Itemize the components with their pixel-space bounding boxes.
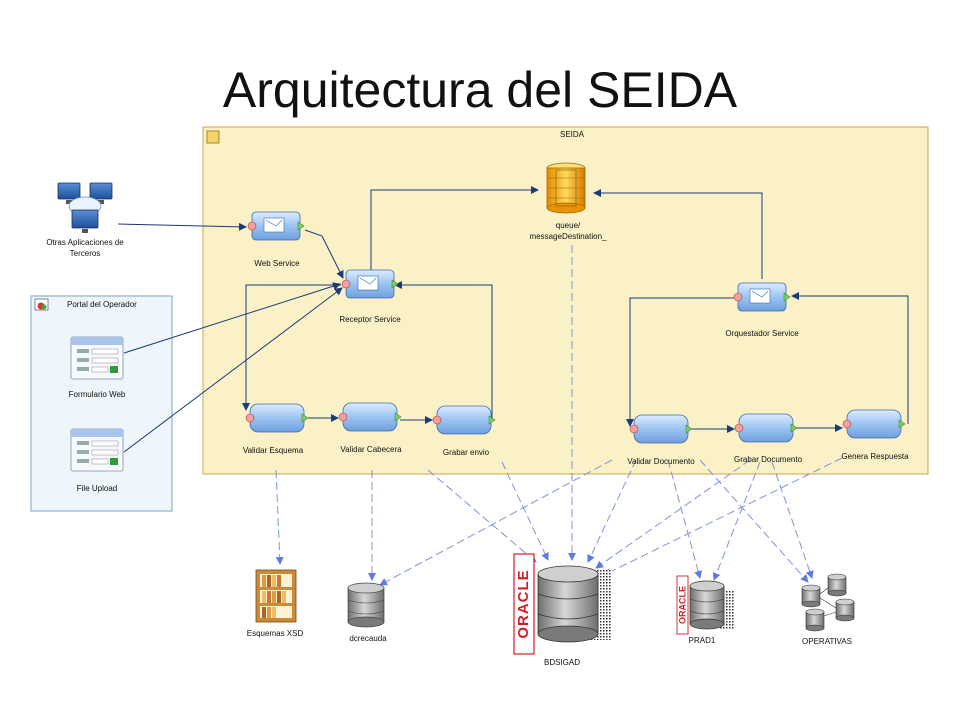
arrow-orquestador-to-queue xyxy=(593,189,763,279)
dep-genera-to-bdsigad xyxy=(603,457,843,576)
operativas-label: OPERATIVAS xyxy=(802,637,852,646)
arrow-formulario-to-receptor xyxy=(123,282,341,354)
web-service-node xyxy=(247,211,305,241)
validar-cabecera-label: Validar Cabecera xyxy=(340,445,402,454)
dep-grabardoc-to-bdsigad xyxy=(595,459,751,569)
otras-aplicaciones-label-2: Terceros xyxy=(70,249,101,258)
portal-container xyxy=(30,295,173,512)
validar-esquema-node xyxy=(245,403,309,433)
esquemas-xsd-label: Esquemas XSD xyxy=(247,629,304,638)
formulario-web-label: Formulario Web xyxy=(69,390,126,399)
dep-esquema-to-xsd xyxy=(275,469,284,565)
validar-cabecera-node xyxy=(338,402,402,432)
queue-label-2: messageDestination_ xyxy=(530,232,607,241)
web-service-label: Web Service xyxy=(254,259,300,268)
grabar-envio-label: Grabar envio xyxy=(443,448,490,457)
otras-aplicaciones-label-1: Otras Aplicaciones de xyxy=(46,238,124,247)
database-icon xyxy=(347,582,385,628)
validar-documento-label: Validar Documento xyxy=(627,457,695,466)
form-window-icon xyxy=(70,336,124,380)
arrow-genera-to-orquestador xyxy=(791,292,909,424)
arrow-fileupload-to-receptor xyxy=(123,287,343,453)
slide-title: Arquitectura del SEIDA xyxy=(222,62,738,118)
receptor-service-node xyxy=(341,269,399,299)
orquestador-service-node xyxy=(733,282,791,312)
bdsigad-label: BDSIGAD xyxy=(544,658,580,667)
queue-label-1: queue/ xyxy=(556,221,581,230)
file-upload-label: File Upload xyxy=(77,484,117,493)
grabar-documento-node xyxy=(734,413,798,443)
grabar-envio-node xyxy=(432,405,496,435)
dep-grabardoc-to-prad1 xyxy=(712,461,761,581)
arrow-webservice-to-receptor xyxy=(304,229,344,279)
queue-stack-icon xyxy=(546,162,586,214)
receptor-service-label: Receptor Service xyxy=(339,315,401,324)
arrow-otras-to-webservice xyxy=(117,222,247,231)
portal-app-icon xyxy=(34,298,49,311)
dep-validardoc-to-dcrecauda xyxy=(379,459,613,586)
validar-esquema-label: Validar Esquema xyxy=(243,446,304,455)
grabar-documento-label: Grabar Documento xyxy=(734,455,803,464)
arrow-receptor-to-queue xyxy=(370,186,539,272)
portal-title: Portal del Operador xyxy=(67,300,137,309)
genera-respuesta-label: Genera Respuesta xyxy=(841,452,909,461)
dep-validardoc-to-prad1 xyxy=(667,459,703,579)
oracle-logo-text: ORACLE xyxy=(515,569,532,638)
arrow-grabar-to-receptor xyxy=(394,281,493,420)
seida-title: SEIDA xyxy=(560,130,585,139)
validar-documento-node xyxy=(629,414,693,444)
dep-cabecera-to-bdsigad xyxy=(427,469,537,563)
database-cluster-icon xyxy=(801,573,855,632)
upload-window-icon xyxy=(70,428,124,472)
dep-grabar-to-bdsigad xyxy=(501,461,549,561)
dcrecauda-label: dcrecauda xyxy=(349,634,387,643)
arrow-orquestador-to-validar-doc xyxy=(626,297,734,427)
arrow-receptor-to-validar-esquema xyxy=(242,284,341,411)
prad1-label: PRAD1 xyxy=(689,636,716,645)
dep-grabardoc-to-operativas xyxy=(771,461,814,579)
oracle-database-small-icon: ORACLE xyxy=(676,575,734,635)
oracle-logo-small-text: ORACLE xyxy=(677,586,687,624)
bookshelf-icon xyxy=(255,569,297,623)
dep-validardoc-to-operativas xyxy=(699,459,809,583)
dep-validardoc-to-bdsigad xyxy=(587,459,637,563)
network-computers-icon xyxy=(57,182,113,233)
seida-package-icon xyxy=(206,130,220,144)
genera-respuesta-node xyxy=(842,409,906,439)
orquestador-service-label: Orquestador Service xyxy=(725,329,799,338)
oracle-database-icon: ORACLE xyxy=(513,553,612,655)
